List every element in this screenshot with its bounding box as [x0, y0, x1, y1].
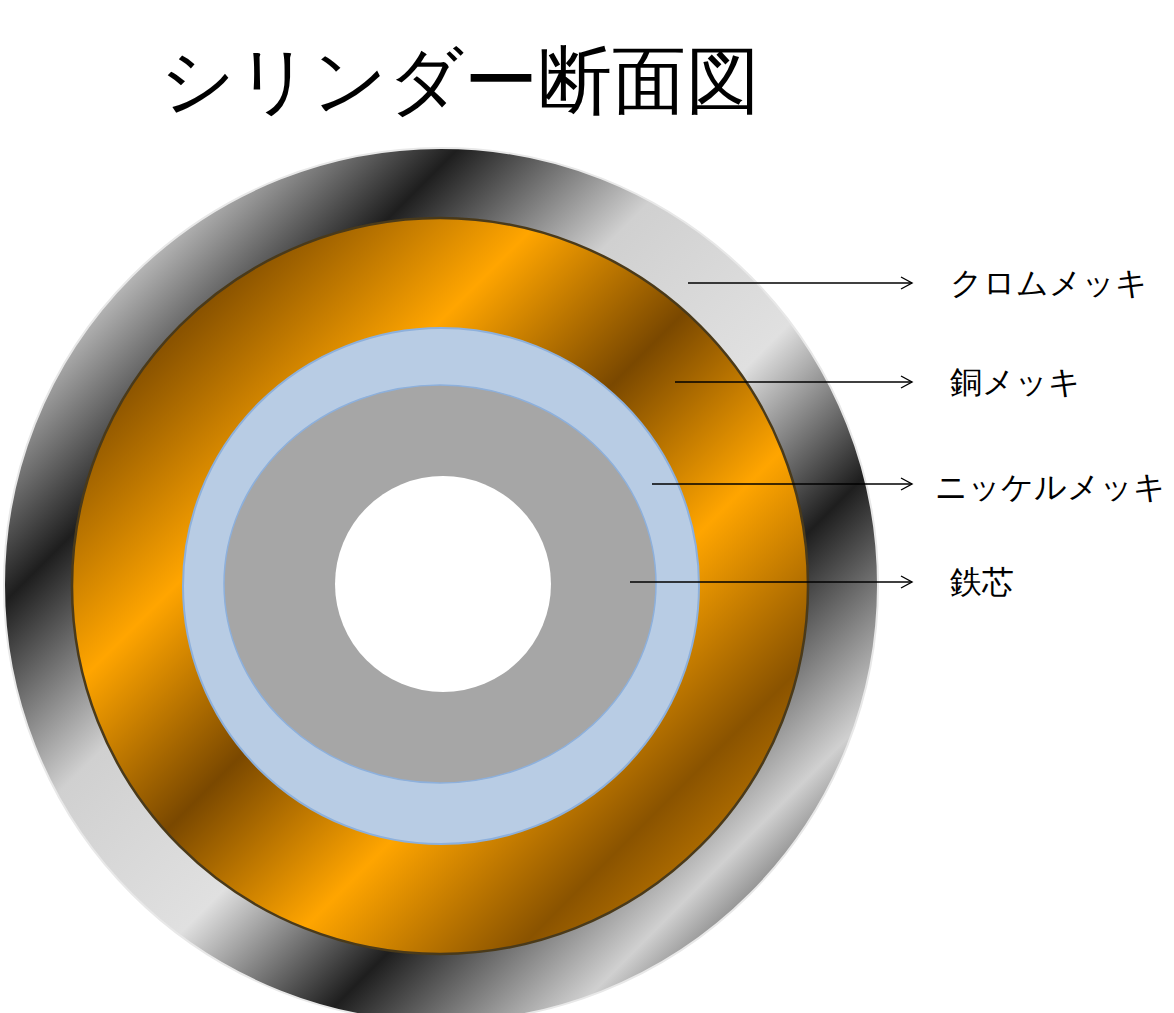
- part-label: ニッケルメッキ: [935, 468, 1166, 506]
- part-label: 鉄芯: [950, 563, 1014, 601]
- iron-core: [224, 385, 656, 783]
- leader-line: [630, 581, 912, 582]
- part-label: クロムメッキ: [950, 264, 1148, 302]
- leader-line: [688, 282, 912, 283]
- copper-layer: [72, 218, 808, 954]
- chrome-layer: [4, 148, 878, 1013]
- leader-line: [652, 483, 912, 484]
- diagram-title: シリンダー断面図: [160, 36, 760, 125]
- part-label: 銅メッキ: [950, 363, 1081, 401]
- leader-line: [675, 381, 912, 382]
- nickel-layer: [183, 328, 699, 844]
- bore: [335, 476, 551, 692]
